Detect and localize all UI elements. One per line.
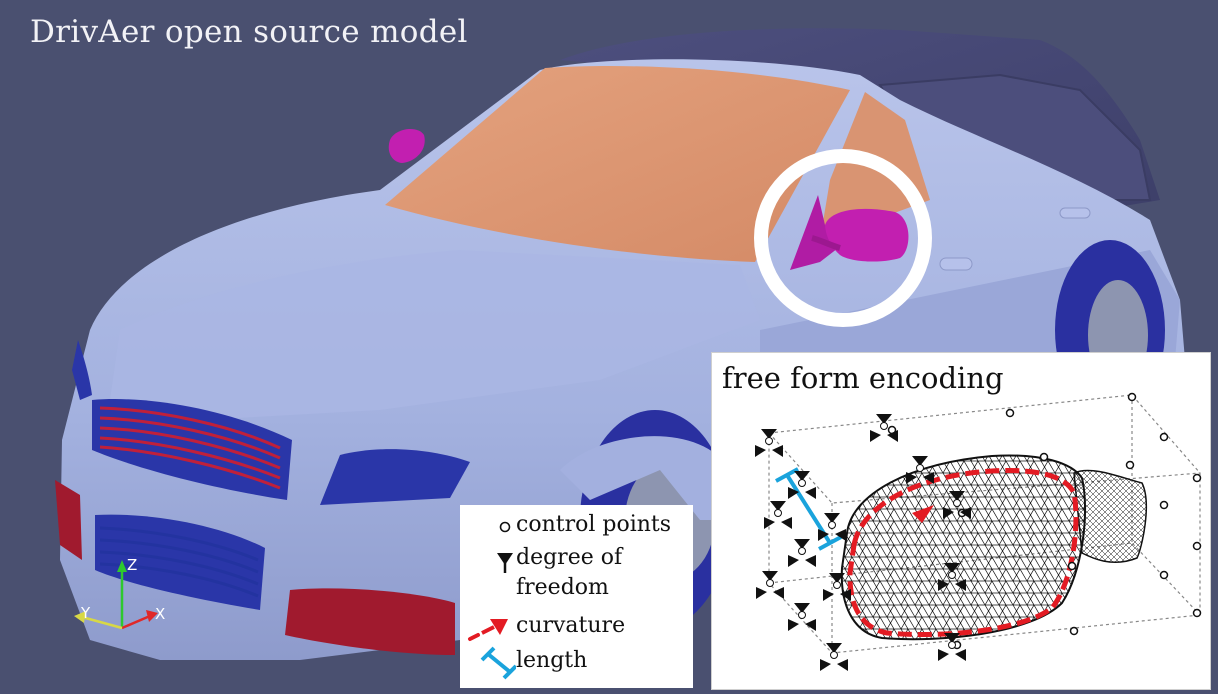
headlight [320, 449, 470, 505]
control-point-icon [460, 510, 516, 540]
ffd-diagram [755, 392, 1202, 671]
length-icon [460, 646, 518, 680]
legend-label-dof-line2: freedom [516, 575, 609, 600]
page-title: DrivAer open source model [30, 14, 468, 50]
mirror-mesh-stem [1073, 469, 1148, 563]
legend-label-length: length [516, 648, 588, 673]
left-bumper-light [55, 480, 82, 560]
legend-item-dof: degree of freedom [460, 543, 622, 603]
length-bracket [775, 467, 842, 551]
degree-of-freedom-icon [460, 543, 516, 573]
legend-label-control-points: control points [516, 512, 672, 537]
right-bumper-light [285, 588, 455, 655]
legend-label-dof: degree of [516, 545, 623, 570]
legend-item-curvature: curvature [460, 611, 625, 641]
curvature-arrow [912, 505, 934, 523]
legend-label-curvature: curvature [516, 613, 626, 638]
axes-triad [74, 560, 158, 630]
axis-label-x: X [155, 605, 166, 623]
axis-label-y: Y [81, 604, 91, 622]
legend-item-control-points: control points [460, 510, 671, 540]
curvature-outline [847, 467, 1079, 638]
dof-markers [755, 414, 971, 671]
inset-title: free form encoding [722, 361, 1004, 395]
right-mirror [790, 195, 842, 270]
legend-item-length: length [460, 646, 588, 680]
highlight-ring [754, 149, 932, 327]
windshield [385, 66, 850, 262]
curvature-arrow-icon [460, 611, 516, 641]
left-mirror [388, 128, 425, 163]
legend-panel: control points degree of freedom curvatu… [460, 505, 693, 688]
axis-label-z: Z [127, 556, 138, 574]
free-form-encoding-panel: free form encoding [711, 352, 1211, 690]
